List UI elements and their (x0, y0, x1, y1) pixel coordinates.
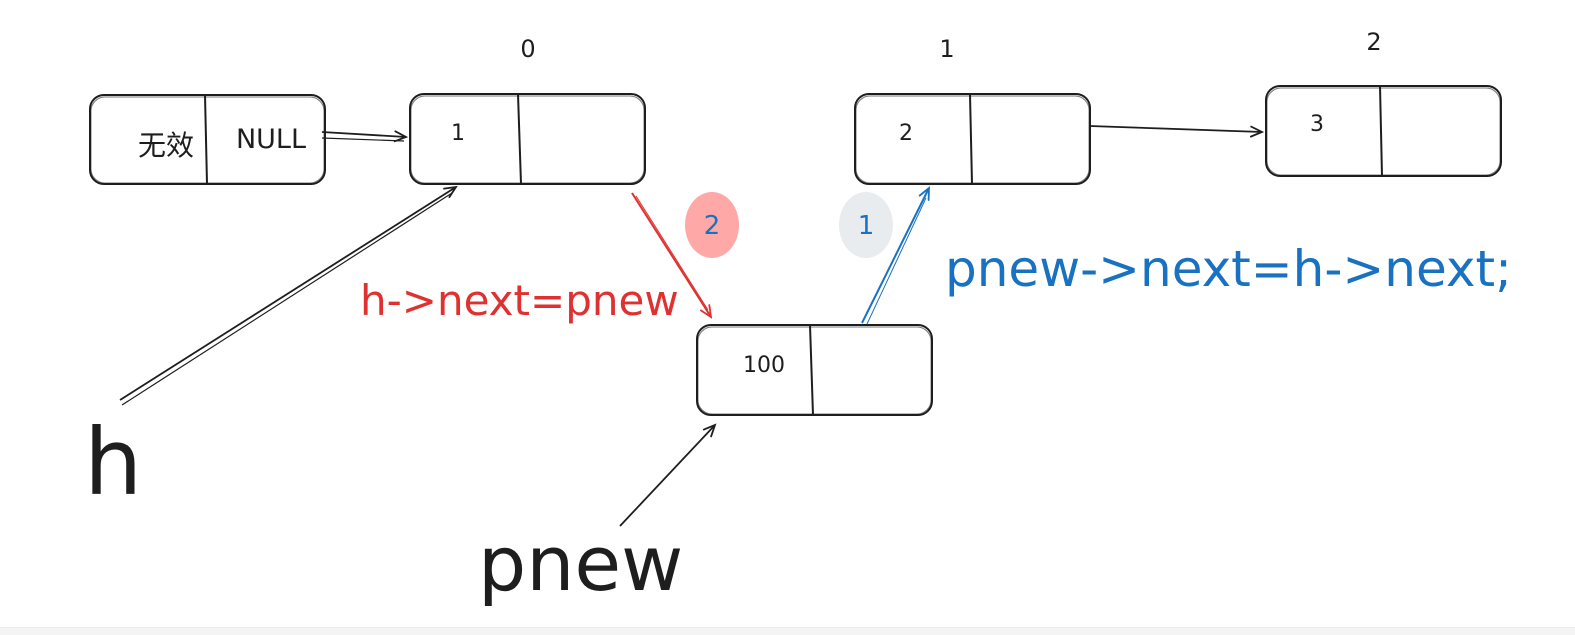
step-2-code: h->next=pnew (360, 276, 679, 325)
head-node-next: NULL (236, 124, 306, 155)
node-0-index: 0 (520, 35, 535, 63)
head-node-data: 无效 (138, 129, 194, 162)
step-1-number: 1 (858, 211, 875, 241)
link-node1-to-node2 (1089, 125, 1262, 132)
node-2: 2 3 (1265, 28, 1502, 177)
node-1-value: 2 (899, 121, 913, 146)
step-2-badge: 2 (685, 192, 739, 258)
node-0-value: 1 (451, 121, 465, 146)
step-1-badge: 1 (839, 192, 893, 258)
step-2-arrow (631, 192, 711, 317)
new-node: 100 (696, 324, 933, 416)
head-node: 无效 NULL (89, 94, 326, 185)
step-1-code: pnew->next=h->next; (945, 240, 1512, 298)
link-head-to-node0 (321, 132, 406, 141)
new-node-value: 100 (743, 353, 785, 378)
pointer-h-label: h (84, 409, 142, 516)
node-2-value: 3 (1310, 112, 1324, 137)
step-1-arrow (861, 188, 929, 325)
pointer-pnew-label: pnew (478, 519, 683, 608)
node-1-index: 1 (939, 35, 954, 63)
node-0: 0 1 (409, 35, 646, 185)
node-2-index: 2 (1366, 28, 1381, 56)
pointer-pnew-arrow (619, 425, 715, 527)
bottom-strip (0, 627, 1575, 635)
step-2-number: 2 (704, 211, 721, 241)
node-1: 1 2 (854, 35, 1091, 185)
pointer-h-arrow (119, 187, 456, 406)
